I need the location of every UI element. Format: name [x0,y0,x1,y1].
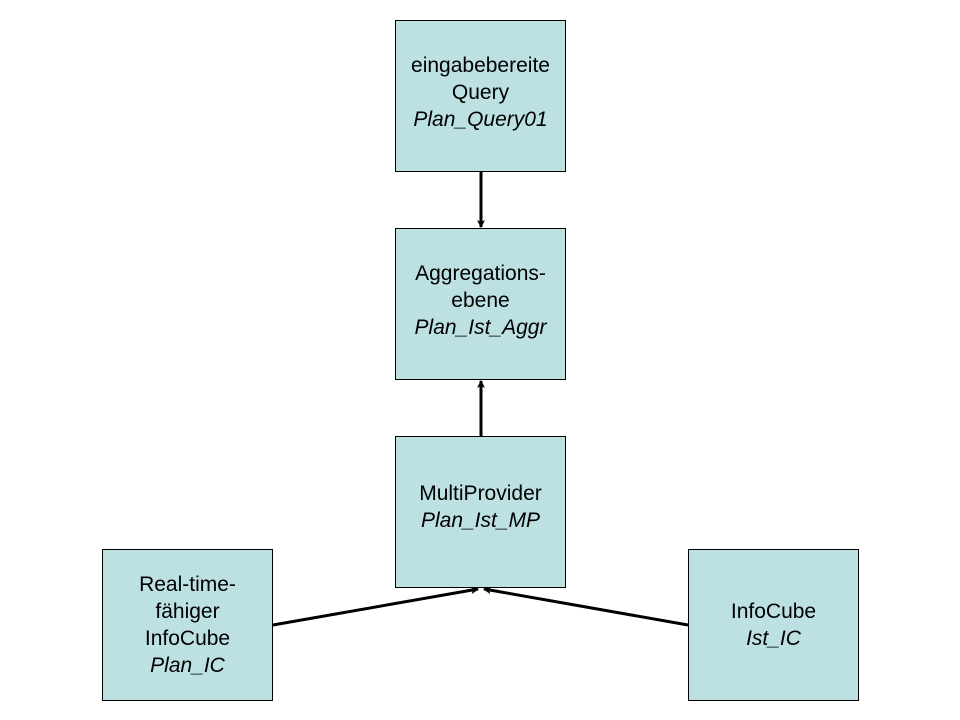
node-technical-name: Plan_IC [150,654,225,677]
node-technical-name: Plan_Ist_MP [420,509,541,532]
node-label-line: InfoCube [730,600,817,623]
node-label-line: ebene [451,288,510,312]
node-technical-name: Plan_Query01 [413,107,548,131]
node-multiprovider: MultiProvider Plan_Ist_MP [395,436,566,588]
node-label-line: MultiProvider [419,482,542,505]
node-query: eingabebereite Query Plan_Query01 [395,20,566,172]
node-label-line: InfoCube [144,627,231,650]
node-label-line: fähiger [155,600,220,623]
node-label-line: Real-time- [139,573,236,596]
node-label-line: eingabebereite [411,53,550,77]
node-technical-name: Plan_Ist_Aggr [414,315,547,339]
node-label-line: Aggregations- [415,261,546,285]
arrow-plan-cube-to-multiprovider [272,586,479,627]
node-aggregation: Aggregations- ebene Plan_Ist_Aggr [395,228,566,380]
node-label-line: Query [451,80,510,104]
node-ist-cube: InfoCube Ist_IC [688,549,859,701]
node-technical-name: Ist_IC [746,627,801,650]
arrow-ist-cube-to-multiprovider [483,586,689,627]
node-plan-cube: Real-time- fähiger InfoCube Plan_IC [102,549,273,701]
